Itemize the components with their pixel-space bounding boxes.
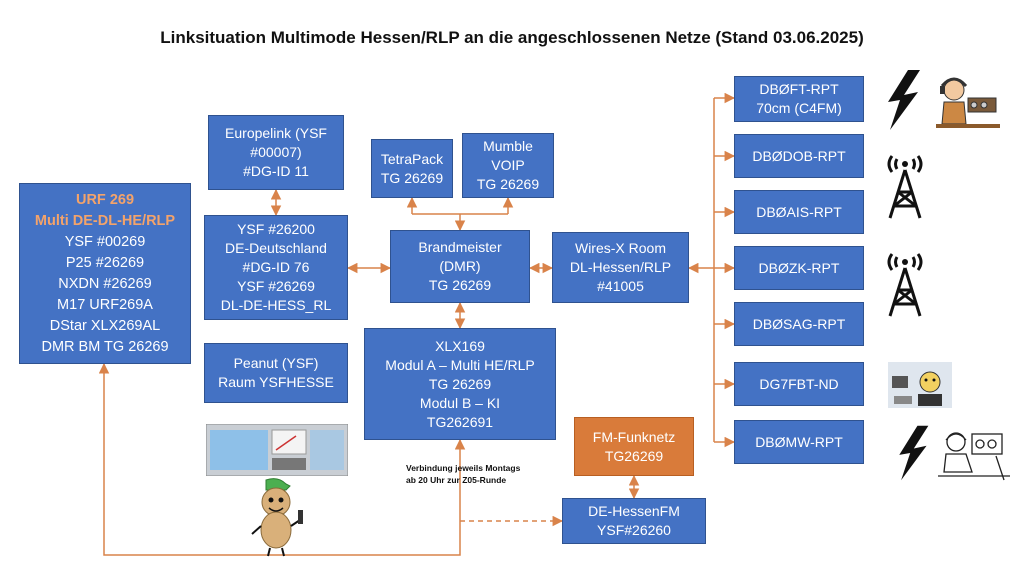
xlx169-line: Modul B – KI [419, 394, 501, 411]
ysf26200-line: YSF #26269 [237, 278, 315, 294]
fm-funknetz-box: FM-Funknetz TG26269 [574, 417, 694, 476]
link-urf-xlx [98, 362, 466, 556]
repeater-dbzk: DBØZK-RPT [734, 246, 864, 290]
repeater-dbdob: DBØDOB-RPT [734, 134, 864, 178]
peanut-line: Peanut (YSF) [233, 355, 319, 371]
hessenfm-line: DE-HessenFM [588, 503, 680, 519]
ysf26200-line: YSF #26200 [237, 221, 315, 237]
radio-operator-icon [938, 432, 1010, 481]
mumble-line: TG 26269 [476, 176, 540, 192]
brandmeister-line: TG 26269 [428, 277, 492, 293]
xlx169-line: Modul A – Multi HE/RLP [385, 356, 535, 373]
repeater-dbmw: DBØMW-RPT [734, 420, 864, 464]
mumble-line: VOIP [491, 157, 525, 173]
repeater-line: DG7FBT-ND [759, 375, 839, 392]
lightning-bolt-icon [899, 425, 929, 481]
hessenfm-box: DE-HessenFM YSF#26260 [562, 498, 706, 544]
urf269-line: DStar XLX269AL [49, 317, 161, 334]
repeater-line: DBØZK-RPT [758, 259, 840, 276]
xlx169-box: XLX169 Modul A – Multi HE/RLP TG 26269 M… [364, 328, 556, 440]
hessenfm-line: YSF#26260 [597, 522, 671, 538]
tetrapack-box: TetraPack TG 26269 [371, 139, 453, 198]
brandmeister-box: Brandmeister (DMR) TG 26269 [390, 230, 530, 303]
europelink-box: Europelink (YSF #00007) #DG-ID 11 [208, 115, 344, 190]
xlx169-line: TG262691 [426, 413, 494, 430]
ysf26200-box: YSF #26200 DE-Deutschland #DG-ID 76 YSF … [204, 215, 348, 320]
europelink-line: #00007) [250, 144, 302, 160]
radio-app-screenshot-icon [206, 424, 348, 476]
ysf26200-line: DL-DE-HESS_RL [220, 297, 332, 313]
radio-operator-icon [888, 362, 952, 408]
repeater-dbsag: DBØSAG-RPT [734, 302, 864, 346]
ysf26200-line: DE-Deutschland [225, 240, 327, 256]
repeater-line: DBØDOB-RPT [752, 147, 846, 164]
europelink-line: Europelink (YSF [225, 125, 327, 141]
fm-line: TG26269 [604, 447, 664, 464]
peanut-box: Peanut (YSF) Raum YSFHESSE [204, 343, 348, 403]
mumble-box: Mumble VOIP TG 26269 [462, 133, 554, 198]
peanut-mascot-icon [251, 478, 303, 557]
peanut-line: Raum YSFHESSE [218, 374, 334, 390]
europelink-line: #DG-ID 11 [243, 163, 309, 179]
wiresx-box: Wires-X Room DL-Hessen/RLP #41005 [552, 232, 689, 303]
repeater-dbft: DBØFT-RPT 70cm (C4FM) [734, 76, 864, 122]
repeater-dg7fbt: DG7FBT-ND [734, 362, 864, 406]
repeater-line: DBØAIS-RPT [756, 203, 842, 220]
note-line-1: Verbindung jeweils Montags [406, 463, 521, 473]
page-title: Linksituation Multimode Hessen/RLP an di… [160, 28, 864, 47]
monday-note: Verbindung jeweils Montags ab 20 Uhr zur… [406, 462, 520, 486]
wiresx-line: Wires-X Room [574, 240, 666, 256]
urf269-line: P25 #26269 [65, 254, 145, 271]
urf269-head2: Multi DE-DL-HE/RLP [34, 212, 176, 229]
brandmeister-line: Brandmeister [418, 239, 502, 255]
repeater-line: DBØSAG-RPT [752, 315, 846, 332]
repeater-dbais: DBØAIS-RPT [734, 190, 864, 234]
xlx169-line: TG 26269 [428, 375, 492, 392]
tetrapack-line: TG 26269 [380, 169, 444, 186]
urf269-head1: URF 269 [75, 191, 135, 208]
radio-tower-icon [887, 155, 923, 219]
urf269-line: YSF #00269 [64, 233, 146, 250]
repeater-line: 70cm (C4FM) [756, 100, 842, 116]
ysf26200-line: #DG-ID 76 [242, 259, 310, 275]
note-line-2: ab 20 Uhr zur Z05-Runde [406, 475, 507, 485]
urf269-line: M17 URF269A [57, 296, 153, 313]
lightning-bolt-icon [888, 70, 920, 130]
xlx169-line: XLX169 [435, 337, 485, 354]
repeater-line: DBØFT-RPT [759, 81, 839, 97]
wiresx-line: #41005 [597, 278, 644, 294]
wiresx-line: DL-Hessen/RLP [569, 259, 672, 275]
fm-line: FM-Funknetz [592, 428, 676, 445]
urf269-line: NXDN #26269 [58, 275, 152, 292]
urf269-box: URF 269 Multi DE-DL-HE/RLP YSF #00269 P2… [19, 183, 191, 364]
radio-operator-icon [936, 77, 1000, 128]
repeater-line: DBØMW-RPT [755, 433, 843, 450]
tetrapack-line: TetraPack [380, 150, 444, 167]
urf269-line: DMR BM TG 26269 [41, 338, 169, 355]
brandmeister-line: (DMR) [439, 258, 481, 274]
radio-tower-icon [887, 253, 923, 317]
mumble-line: Mumble [483, 138, 533, 154]
